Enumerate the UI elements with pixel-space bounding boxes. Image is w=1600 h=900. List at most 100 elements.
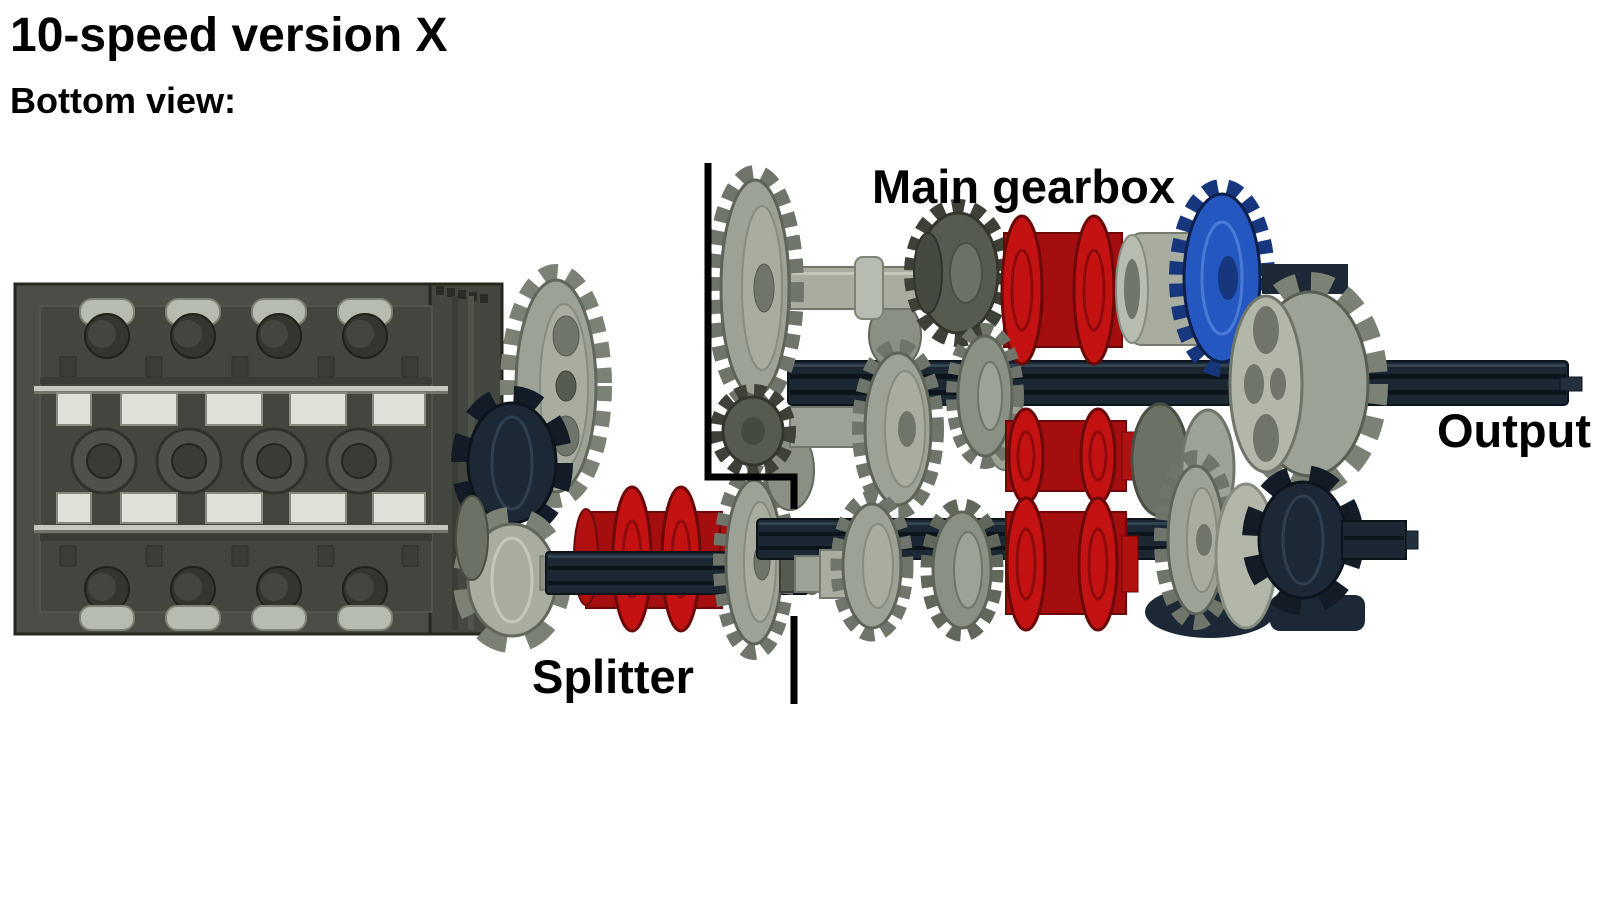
tab [317, 356, 335, 378]
window [372, 392, 426, 426]
knob-detail [490, 415, 534, 511]
end-cap-ridge [452, 296, 458, 630]
stud [165, 605, 221, 631]
bottom-driving-rings [1005, 496, 1139, 632]
output-gear [1228, 272, 1388, 496]
ring-inner [1010, 248, 1034, 332]
stud [79, 605, 135, 631]
end-cap-notch [480, 294, 488, 303]
axle-highlight [790, 364, 1566, 367]
gear-face [953, 531, 983, 609]
driving-ring [1079, 407, 1117, 505]
tab [401, 545, 419, 567]
gear-hub-teeth [913, 232, 943, 314]
splitter-assembly [451, 264, 825, 660]
clutch-gear [904, 199, 1012, 347]
ring-inner [1088, 430, 1108, 482]
gear-hole [1244, 364, 1264, 404]
gear-face [862, 523, 894, 609]
middle-gear-large [852, 339, 944, 519]
gear-face [1228, 294, 1304, 474]
label-splitter: Splitter [532, 650, 694, 703]
gear-teeth [946, 323, 1024, 469]
page-title: 10-speed version X [10, 9, 448, 62]
crankshaft-line [34, 525, 448, 530]
stud [251, 605, 307, 631]
bearing-hole [171, 443, 207, 479]
engine-groove [40, 377, 432, 384]
end-cap-notch [447, 288, 455, 297]
ring-hub [1121, 535, 1139, 593]
engine-bottom-studs [79, 566, 393, 631]
bore-inner [88, 320, 116, 348]
tab [145, 356, 163, 378]
gear-hub [1218, 256, 1238, 300]
lower-output-stub [1341, 520, 1419, 560]
axle-groove [790, 390, 1566, 395]
engine-windows-top [56, 392, 426, 426]
driving-ring [1007, 407, 1045, 505]
bore-inner [88, 573, 116, 601]
axle-highlight [548, 555, 806, 558]
bore-inner [346, 573, 374, 601]
gear-teeth [852, 339, 944, 519]
gear-hole [1253, 306, 1279, 354]
knob-body [1257, 480, 1349, 600]
ring-inner [1082, 248, 1106, 332]
main-gearbox-bottom-row [756, 450, 1419, 642]
window [289, 392, 347, 426]
engine-block [13, 282, 504, 636]
axle-tip [1405, 530, 1419, 550]
window [372, 492, 426, 524]
main-gearbox-input-row [706, 165, 1388, 496]
engine-groove [40, 534, 432, 541]
main-gearbox-middle-row [852, 323, 1236, 528]
gearbox-input-gear [706, 165, 804, 411]
ring-inner [1087, 527, 1109, 601]
gear-teeth [830, 490, 914, 642]
tab [145, 545, 163, 567]
knob-detail [1281, 494, 1325, 586]
driving-ring [1000, 214, 1044, 366]
label-output: Output [1437, 404, 1591, 457]
label-main-gearbox: Main gearbox [872, 160, 1175, 213]
page-subtitle: Bottom view: [10, 80, 237, 121]
tab [401, 356, 419, 378]
gear-hub [555, 370, 577, 402]
bushing-ring [455, 495, 489, 581]
gear-hub [1270, 368, 1286, 400]
axle-groove [548, 566, 806, 570]
window [56, 392, 92, 426]
bottom-gear-left [830, 490, 914, 642]
knob-detail [490, 536, 534, 624]
window [205, 492, 263, 524]
bore-inner [174, 573, 202, 601]
splitter-knob-wheel-dark [451, 386, 573, 540]
window [205, 392, 263, 426]
window [56, 492, 92, 524]
section-divider-line [704, 163, 798, 704]
tab [317, 545, 335, 567]
gear-teeth [920, 498, 1004, 642]
bore-inner [346, 320, 374, 348]
bearing-hole [86, 443, 122, 479]
crankshaft-line [34, 386, 448, 391]
driving-ring [1005, 496, 1047, 632]
gear-teeth [710, 384, 796, 478]
window [120, 492, 178, 524]
crankshaft-shadow [34, 530, 448, 533]
bearing-hole [341, 443, 377, 479]
bearing-hole [256, 443, 292, 479]
axle-groove [1344, 536, 1404, 540]
driving-ring [1072, 214, 1116, 366]
engine-top-studs [79, 298, 393, 359]
bore-inner [260, 320, 288, 348]
gear-hole [1253, 414, 1279, 462]
gear-detail [1200, 220, 1244, 336]
shaft-bushing [854, 256, 884, 320]
stud [337, 605, 393, 631]
engine-windows-bottom [56, 492, 426, 524]
window [120, 392, 178, 426]
